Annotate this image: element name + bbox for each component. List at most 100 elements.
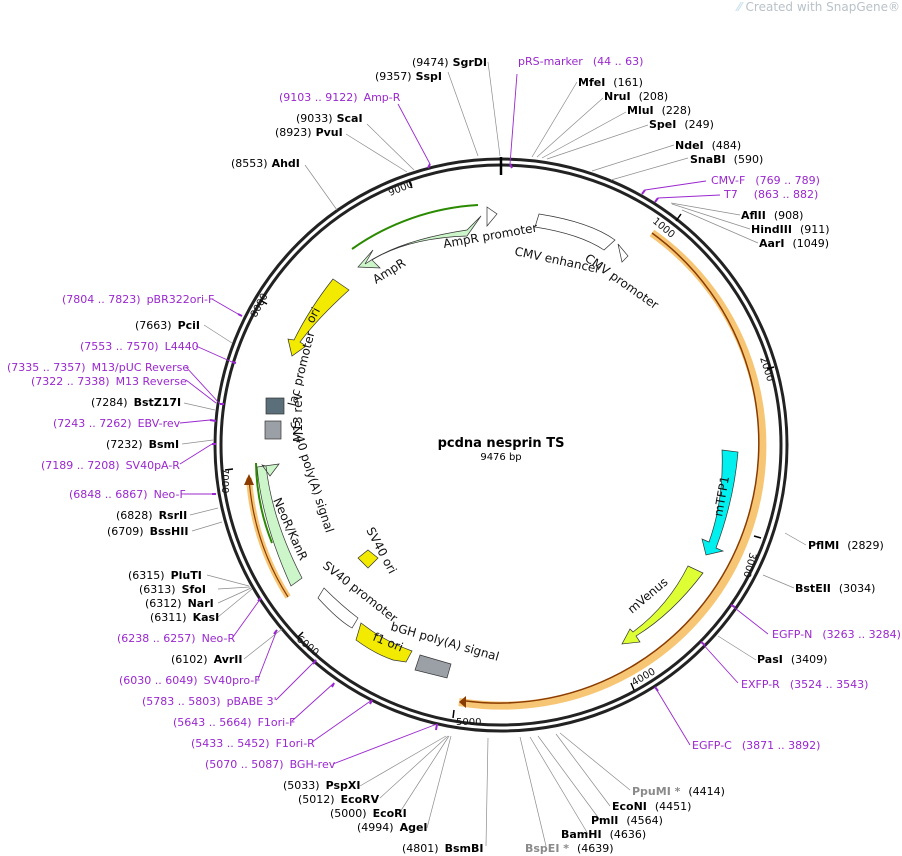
feature-bgh-polyA[interactable] <box>414 654 452 679</box>
leader-line <box>191 521 223 532</box>
feature-cmv-promoter[interactable] <box>617 243 629 263</box>
site-name: BstZ17I <box>134 396 182 409</box>
leader-line <box>447 71 479 157</box>
leader-line <box>183 402 216 411</box>
primer-label: (5433 .. 5452)F1ori-R <box>191 737 315 750</box>
site-name: EcoRV <box>341 793 380 806</box>
site-label: (6709)BssHII <box>107 525 188 538</box>
leader-line <box>232 597 262 638</box>
feature-ampr-promoter[interactable] <box>486 206 498 227</box>
primer-label: (5070 .. 5087)BGH-rev <box>205 758 336 771</box>
site-pos: (228) <box>662 104 692 117</box>
site-name: BstEII <box>795 582 831 595</box>
primer-range: (769 .. 789) <box>755 174 820 187</box>
feature-label-mtfp1: mTFP1 <box>711 475 732 518</box>
leader-line <box>217 587 252 604</box>
tick-label: 5000 <box>456 717 481 728</box>
map-length: 9476 bp <box>480 452 521 463</box>
primer-range: (3871 .. 3892) <box>742 739 821 752</box>
feature-neor-kanr[interactable] <box>256 463 303 587</box>
feature-mtfp1[interactable] <box>701 449 739 556</box>
feature-sv40-polyA[interactable] <box>264 420 282 440</box>
leader-line <box>359 735 447 787</box>
leader-line <box>485 737 489 847</box>
primer-name: Neo-R <box>202 632 236 645</box>
site-name: NarI <box>188 597 214 610</box>
map-title: pcdna nesprin TS <box>438 436 565 451</box>
site-pos: (5033) <box>283 779 320 792</box>
feature-label-m13-rev: M13 rev <box>291 393 305 442</box>
site-label: (7232)BsmI <box>106 438 179 451</box>
leader-line <box>717 635 757 661</box>
site-pos: (9033) <box>296 112 333 125</box>
primer-label: (9103 .. 9122)Amp-R <box>279 91 401 104</box>
site-label: SpeI(249) <box>649 118 714 131</box>
site-label: (9357)SspI <box>375 70 442 83</box>
leader-line <box>700 641 739 684</box>
site-pos: (1049) <box>792 237 829 250</box>
primer-name: CMV-F <box>711 174 745 187</box>
site-name: PmlI <box>591 814 618 827</box>
tick-8000 <box>259 299 268 305</box>
site-name: SspI <box>416 70 442 83</box>
primer-range: (7189 .. 7208) <box>41 459 120 472</box>
primer-range: (5643 .. 5664) <box>173 716 252 729</box>
site-label: PflMI(2829) <box>808 539 884 552</box>
feature-sv40-promoter[interactable] <box>317 587 359 629</box>
leader-line <box>529 736 589 835</box>
site-label: BstEII(3034) <box>795 582 875 595</box>
primer-labels: pRS-marker(44 .. 63) (9103 .. 9122)Amp-R… <box>7 55 901 771</box>
orf-highlight-arc <box>458 229 767 710</box>
primer-mark <box>237 313 243 317</box>
site-label: (4994)AgeI <box>357 821 428 834</box>
watermark-text: Created with SnapGene® <box>745 0 900 14</box>
feature-ori[interactable] <box>287 278 350 357</box>
leader-line <box>181 439 214 445</box>
primer-name: T7 <box>723 188 738 201</box>
leader-line <box>657 194 721 199</box>
primer-range: (3524 .. 3543) <box>790 678 869 691</box>
leader-line <box>366 123 415 171</box>
feature-label-sv40-polyA: SV40 poly(A) signal <box>287 419 337 535</box>
site-name: NruI <box>604 90 631 103</box>
primer-label: (6848 .. 6867)Neo-F <box>69 488 186 501</box>
primer-name: SV40pA-R <box>126 459 181 472</box>
site-label: MfeI(161) <box>578 76 643 89</box>
feature-f1-ori[interactable] <box>355 622 413 663</box>
site-pos: (161) <box>613 76 643 89</box>
site-leaders <box>181 61 807 847</box>
tick-3000 <box>753 535 762 539</box>
site-name: PasI <box>757 653 783 666</box>
feature-sv40-ori[interactable] <box>357 549 379 569</box>
feature-mvenus[interactable] <box>621 565 704 645</box>
feature-ampr[interactable] <box>357 215 482 269</box>
primer-label: (7189 .. 7208) SV40pA-R <box>41 459 180 472</box>
site-name: BsmBI <box>445 842 484 855</box>
primer-label: CMV-F (769 .. 789) <box>711 174 820 187</box>
site-pos: (911) <box>800 223 830 236</box>
primer-mark <box>654 197 659 203</box>
primer-mark <box>435 723 438 731</box>
site-pos: (6102) <box>171 653 208 666</box>
tick-6000 <box>297 631 304 638</box>
primer-label: EXFP-R(3524 .. 3543) <box>741 678 868 691</box>
leader-line <box>536 97 604 158</box>
site-pos: (208) <box>639 90 669 103</box>
site-name: AvrII <box>214 653 243 666</box>
primer-range: (863 .. 882) <box>754 188 819 201</box>
site-name: SnaBI <box>690 153 726 166</box>
site-pos: (8923) <box>275 126 312 139</box>
snapgene-logo-icon: ⁄⁄ <box>737 0 742 14</box>
tick-5000 <box>452 709 455 719</box>
site-name: RsrII <box>159 509 188 522</box>
snapgene-watermark: ⁄⁄Created with SnapGene® <box>738 0 900 14</box>
site-pos: (8553) <box>231 157 268 170</box>
feature-cmv-enhancer[interactable] <box>534 213 616 251</box>
site-label: BamHI(4636) <box>561 828 646 841</box>
leader-line <box>257 629 278 680</box>
leader-line <box>559 732 631 791</box>
site-name: BssHII <box>150 525 189 538</box>
leader-line <box>681 209 759 244</box>
feature-lac-promoter[interactable] <box>265 397 285 415</box>
leader-line <box>179 443 213 465</box>
